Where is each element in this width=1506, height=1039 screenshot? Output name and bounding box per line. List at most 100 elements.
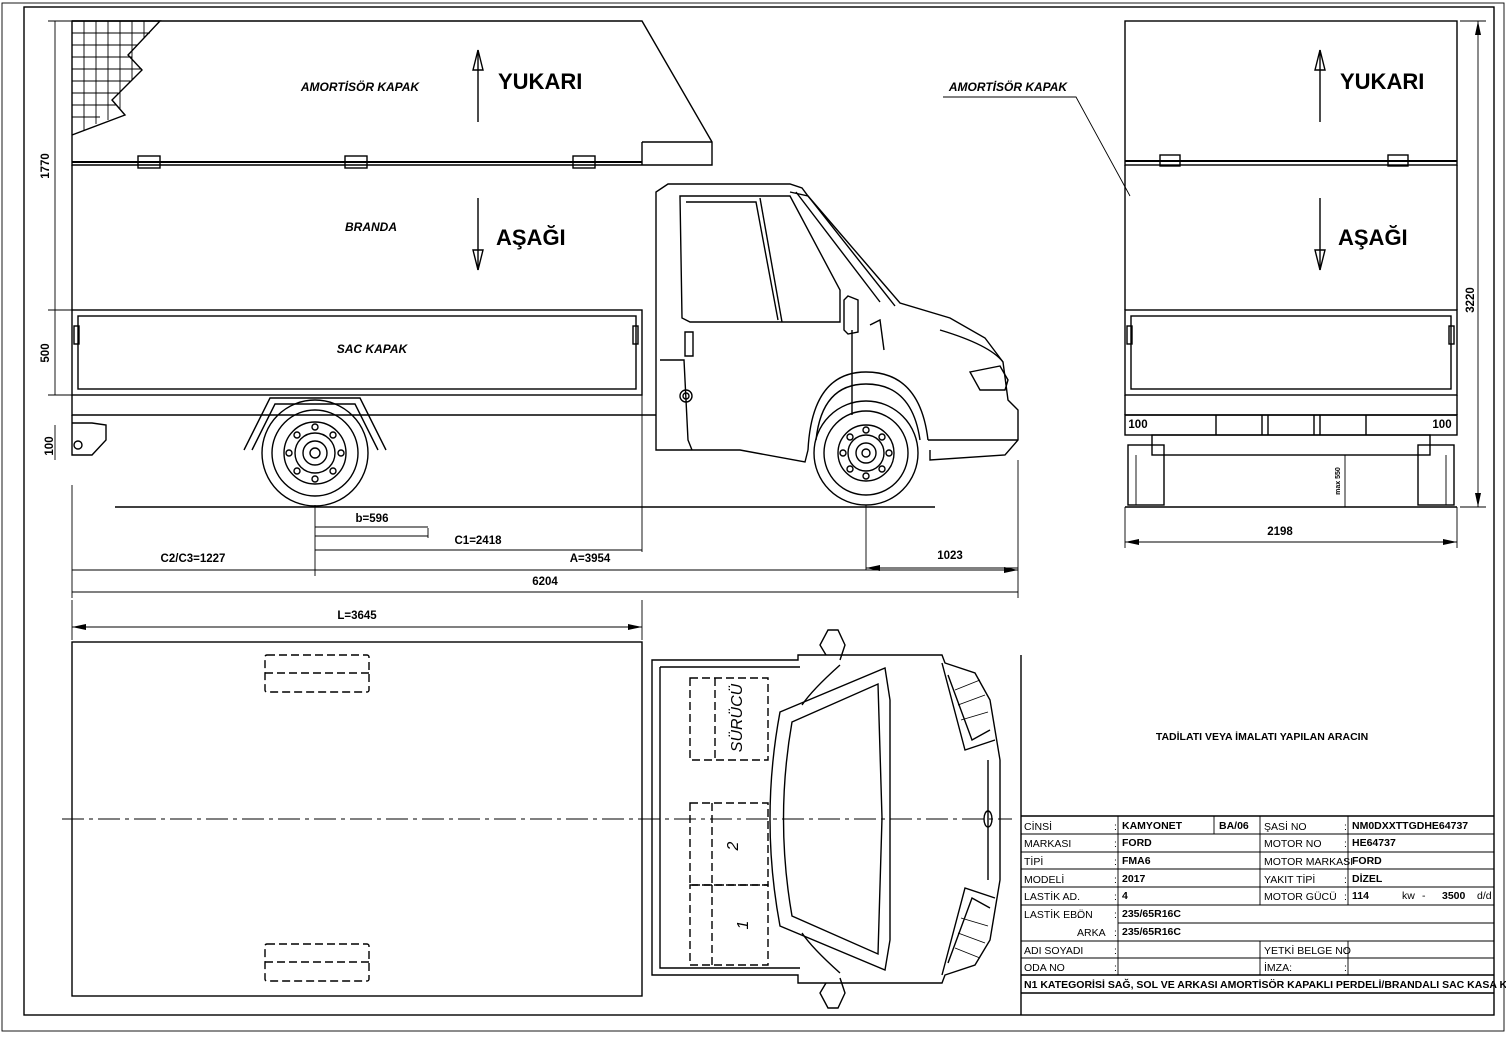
tb-cinsi-extra: BA/06 (1219, 820, 1249, 832)
headlight (968, 365, 1009, 391)
label-asagi-rear: AŞAĞI (1338, 225, 1408, 250)
label-branda: BRANDA (345, 220, 397, 234)
tb-weight-unit: d/d (1477, 890, 1492, 902)
tb-tipi-label: TİPİ (1024, 855, 1043, 868)
svg-text::: : (1114, 962, 1117, 974)
svg-text:-: - (1422, 890, 1426, 902)
svg-text::: : (1114, 909, 1117, 921)
tb-yakit-label: YAKIT TİPİ (1264, 873, 1315, 886)
tb-motor-no-label: MOTOR NO (1264, 838, 1322, 850)
tb-lastik-ad-label: LASTİK AD. (1024, 890, 1080, 903)
windshield-top (769, 667, 891, 971)
side-sac-panel (77, 315, 637, 390)
svg-text::: : (1114, 945, 1117, 957)
title-block: TADİLATI VEYA İMALATI YAPILAN ARACIN CİN… (1020, 655, 1506, 1015)
tb-tire-front-label: ÖN (1077, 909, 1093, 921)
dim-height: 3220 (1465, 287, 1477, 313)
title-block-heading: TADİLATI VEYA İMALATI YAPILAN ARACIN (1156, 730, 1368, 743)
arrow-up-icon (472, 49, 484, 122)
leader-line (943, 96, 1131, 197)
drawing-frame (23, 6, 1495, 1016)
truck-cab (655, 183, 1019, 463)
label-sac-kapak: SAC KAPAK (337, 342, 409, 356)
dim-total-length: 6204 (532, 576, 558, 588)
cover-latch-1 (137, 155, 161, 169)
dim-front-overhang: 1023 (937, 550, 963, 562)
dim-1770: 1770 (40, 153, 52, 179)
passenger-seat-1 (689, 884, 769, 966)
svg-text::: : (1344, 874, 1347, 886)
label-seat-2: 2 (725, 841, 742, 851)
dim-rear-100-left: 100 (1128, 419, 1147, 431)
arrow-down-icon (472, 198, 484, 271)
tb-weight: 3500 (1442, 890, 1466, 902)
svg-text::: : (1344, 821, 1347, 833)
svg-text::: : (1344, 856, 1347, 868)
tb-cinsi-value: KAMYONET (1122, 820, 1183, 832)
tb-tire-rear: 235/65R16C (1122, 926, 1181, 938)
tb-motor-markasi-value: FORD (1352, 855, 1382, 867)
dim-a: A=3954 (570, 553, 611, 565)
tb-yakit-value: DİZEL (1352, 872, 1383, 885)
dim-width: 2198 (1267, 526, 1293, 538)
rear-tire-right (1417, 444, 1455, 506)
arrow-up-icon (1314, 49, 1326, 122)
cab-window (679, 195, 841, 323)
label-asagi-side: AŞAĞI (496, 225, 566, 250)
dim-c2c3: C2/C3=1227 (161, 553, 226, 565)
tb-tire-front: 235/65R16C (1122, 908, 1181, 920)
tb-power-unit: kw (1402, 890, 1415, 902)
side-view: AMORTİSÖR KAPAK YUKARI BRANDA AŞAĞI SAC … (40, 20, 1019, 598)
tb-modeli-value: 2017 (1122, 873, 1146, 885)
net-pattern (71, 20, 162, 136)
dim-max550: max 550 (1335, 467, 1342, 495)
rear-sac-body (1124, 309, 1458, 396)
cover-latch-2 (344, 155, 368, 169)
svg-text::: : (1114, 927, 1117, 939)
tb-sasi-value: NM0DXXTTGDHE64737 (1352, 820, 1468, 832)
svg-text::: : (1114, 874, 1117, 886)
dim-500: 500 (40, 343, 52, 362)
cab-top: SÜRÜCÜ 2 1 (651, 629, 1001, 1009)
side-upper-cover (71, 20, 713, 166)
rear-view: YUKARI AŞAĞI AMORTİSÖR KAPAK 100 100 max… (943, 20, 1486, 548)
tb-oda-no-label: ODA NO (1024, 962, 1065, 974)
svg-text::: : (1344, 891, 1347, 903)
svg-text::: : (1114, 891, 1117, 903)
label-surucu: SÜRÜCÜ (728, 683, 746, 752)
tb-motor-gucu-value: 114 (1352, 890, 1369, 902)
tb-footer: N1 KATEGORİSİ SAĞ, SOL VE ARKASI AMORTİS… (1024, 978, 1506, 991)
tb-adi-soyadi-label: ADI SOYADI (1024, 945, 1083, 957)
dim-c1: C1=2418 (455, 535, 503, 547)
tb-tire-rear-label: ARKA (1077, 927, 1106, 939)
tb-motor-markasi-label: MOTOR MARKASI (1264, 856, 1353, 868)
svg-text::: : (1114, 838, 1117, 850)
cover-latch-3 (572, 155, 596, 169)
dim-rear-100-right: 100 (1432, 419, 1451, 431)
side-sac-body (71, 309, 643, 396)
rear-tire-left (1127, 444, 1165, 506)
label-amortisor-kapak-side: AMORTİSÖR KAPAK (300, 79, 421, 94)
label-seat-1: 1 (735, 921, 752, 930)
arrow-down-icon (1314, 198, 1326, 271)
svg-text::: : (1114, 856, 1117, 868)
tb-modeli-label: MODELİ (1024, 873, 1064, 886)
dim-b: b=596 (356, 513, 389, 525)
rear-bumper (1124, 414, 1458, 436)
dim-l: L=3645 (337, 610, 377, 622)
tow-hitch (71, 415, 107, 456)
side-mirror (843, 295, 859, 335)
svg-text::: : (1344, 945, 1347, 957)
height-dimensions: 1770 500 100 (40, 20, 72, 460)
label-yukari-side: YUKARI (498, 69, 582, 94)
tb-motor-no-value: HE64737 (1352, 837, 1396, 849)
svg-text::: : (1114, 821, 1117, 833)
label-amortisor-kapak-rear: AMORTİSÖR KAPAK (948, 79, 1069, 94)
dim-100: 100 (44, 436, 56, 455)
length-dimensions: b=596 C1=2418 A=3954 C2/C3=1227 1023 620… (71, 395, 1019, 598)
tb-motor-gucu-label: MOTOR GÜCÜ (1264, 891, 1337, 903)
front-wheel (813, 400, 919, 506)
